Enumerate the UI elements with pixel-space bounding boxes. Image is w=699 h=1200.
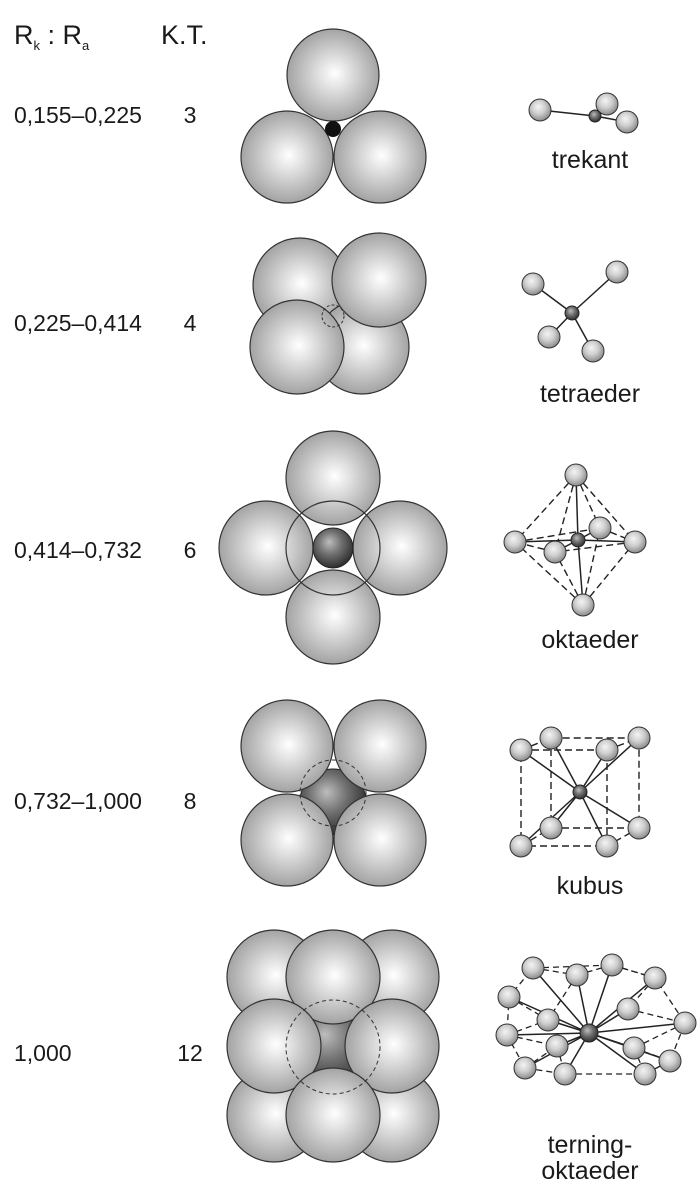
ratio-value: 0,155–0,225 <box>14 102 142 128</box>
ratio-value: 0,414–0,732 <box>14 537 142 563</box>
ratio-value: 1,000 <box>14 1040 72 1066</box>
geometry-label: tetraeder <box>539 380 641 408</box>
geometry-kubus <box>509 726 651 858</box>
packing-octahedral <box>218 430 448 665</box>
geometry-label: terning- oktaeder <box>490 1132 690 1184</box>
geometry-trekant <box>528 92 639 134</box>
geometry-oktaeder <box>503 463 647 617</box>
packing-cubic <box>240 699 427 887</box>
header-coordination-number: K.T. <box>161 20 208 50</box>
geometry-label-line2: oktaeder <box>541 1157 639 1185</box>
coordination-number: 4 <box>183 310 197 336</box>
geometry-label: kubus <box>556 872 624 900</box>
packing-tetrahedral <box>249 232 427 395</box>
geometry-label: trekant <box>551 146 629 174</box>
coordination-number: 3 <box>183 102 197 128</box>
geometry-label-line1: terning- <box>547 1131 633 1159</box>
packing-cuboctahedral <box>226 929 440 1163</box>
packing-trigonal <box>240 28 427 204</box>
header-radius-ratio: Rk : Ra <box>14 20 90 53</box>
geometry-terning-oktaeder <box>495 953 697 1086</box>
geometry-tetraeder <box>521 260 629 363</box>
ratio-value: 0,732–1,000 <box>14 788 142 814</box>
ratio-value: 0,225–0,414 <box>14 310 142 336</box>
coordination-number: 8 <box>183 788 197 814</box>
coordination-number: 6 <box>183 537 197 563</box>
coordination-number: 12 <box>177 1040 203 1066</box>
geometry-label: oktaeder <box>541 626 639 654</box>
